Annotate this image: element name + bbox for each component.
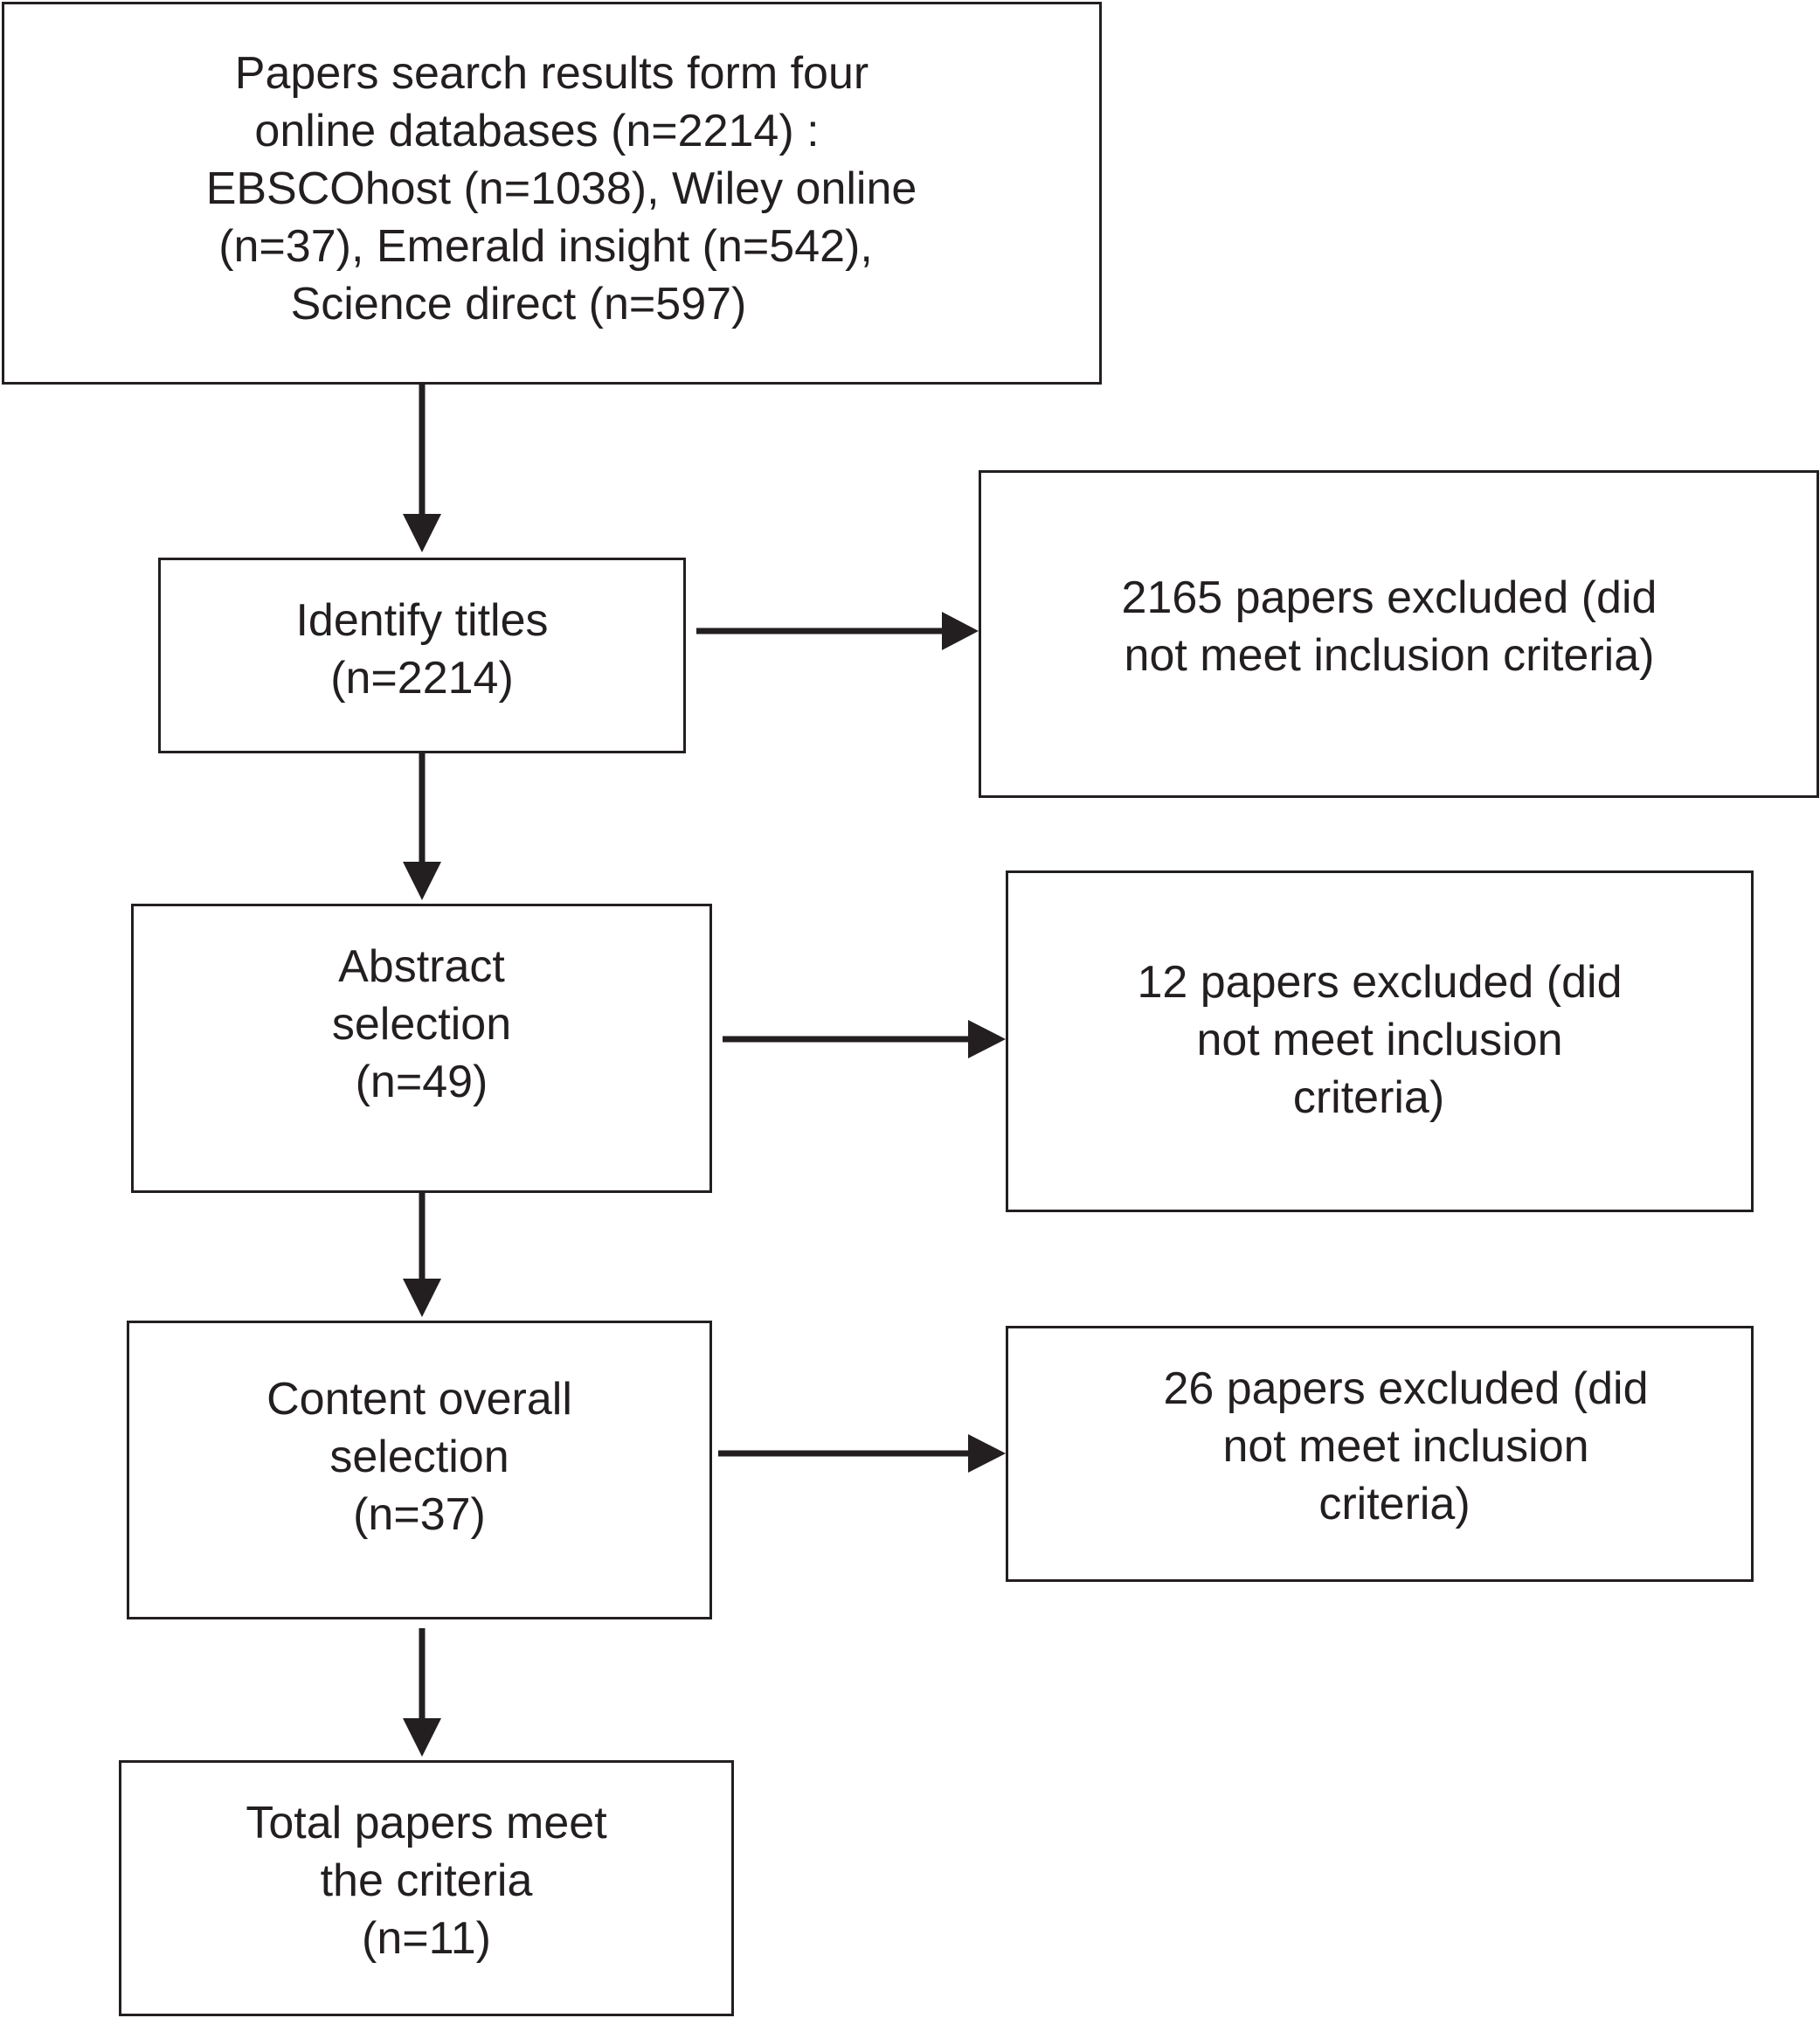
search-results-line: online databases (n=2214) : — [254, 106, 820, 156]
search-results-line: EBSCOhost (n=1038), Wiley online — [205, 163, 917, 214]
total-papers-text: Total papers meet the criteria (n=11) — [121, 1794, 731, 1967]
total-papers-line: Total papers meet — [246, 1798, 607, 1848]
identify-titles-line: (n=2214) — [330, 653, 514, 704]
arrow-content-to-total — [403, 1628, 441, 1757]
abstract-selection-box: Abstract selection (n=49) — [131, 904, 712, 1193]
abstract-selection-line: (n=49) — [355, 1057, 488, 1107]
identify-titles-box: Identify titles (n=2214) — [158, 558, 686, 753]
titles-excluded-box: 2165 papers excluded (did not meet inclu… — [979, 470, 1819, 798]
titles-excluded-line: not meet inclusion criteria) — [1124, 630, 1655, 681]
content-excluded-text: 26 papers excluded (did not meet inclusi… — [1008, 1360, 1751, 1533]
content-selection-box: Content overall selection (n=37) — [127, 1321, 712, 1619]
abstract-excluded-line: 12 papers excluded (did — [1137, 957, 1623, 1008]
content-selection-line: Content overall — [266, 1374, 572, 1425]
identify-titles-text: Identify titles (n=2214) — [161, 592, 683, 707]
titles-excluded-line: 2165 papers excluded (did — [1121, 572, 1657, 623]
abstract-excluded-box: 12 papers excluded (did not meet inclusi… — [1006, 870, 1754, 1212]
content-excluded-line: 26 papers excluded (did — [1163, 1363, 1649, 1414]
identify-titles-line: Identify titles — [295, 595, 549, 646]
search-results-line: (n=37), Emerald insight (n=542), — [218, 221, 873, 272]
abstract-excluded-text: 12 papers excluded (did not meet inclusi… — [1008, 954, 1751, 1127]
content-excluded-line: not meet inclusion — [1222, 1421, 1589, 1472]
arrow-content-to-excluded — [718, 1434, 1006, 1473]
arrow-abstract-to-content — [403, 1193, 441, 1317]
search-results-line: Papers search results form four — [234, 48, 869, 99]
content-selection-text: Content overall selection (n=37) — [129, 1370, 709, 1543]
search-results-text: Papers search results form four online d… — [4, 45, 1099, 333]
total-papers-line: the criteria — [320, 1855, 533, 1906]
content-excluded-box: 26 papers excluded (did not meet inclusi… — [1006, 1326, 1754, 1582]
arrow-search-to-titles — [403, 385, 441, 552]
abstract-selection-line: selection — [331, 999, 512, 1050]
content-selection-line: selection — [329, 1432, 509, 1482]
search-results-box: Papers search results form four online d… — [2, 2, 1102, 385]
abstract-selection-text: Abstract selection (n=49) — [134, 938, 709, 1111]
abstract-excluded-line: criteria) — [1292, 1072, 1445, 1123]
titles-excluded-text: 2165 papers excluded (did not meet inclu… — [981, 569, 1817, 684]
total-papers-box: Total papers meet the criteria (n=11) — [119, 1760, 734, 2016]
arrow-abstract-to-excluded — [723, 1020, 1006, 1058]
abstract-selection-line: Abstract — [338, 941, 505, 992]
abstract-excluded-line: not meet inclusion — [1196, 1015, 1563, 1065]
search-results-line: Science direct (n=597) — [290, 279, 747, 329]
arrow-titles-to-excluded — [696, 612, 979, 650]
total-papers-line: (n=11) — [362, 1913, 491, 1964]
content-excluded-line: criteria) — [1318, 1479, 1471, 1529]
arrow-titles-to-abstract — [403, 753, 441, 900]
content-selection-line: (n=37) — [353, 1489, 486, 1540]
